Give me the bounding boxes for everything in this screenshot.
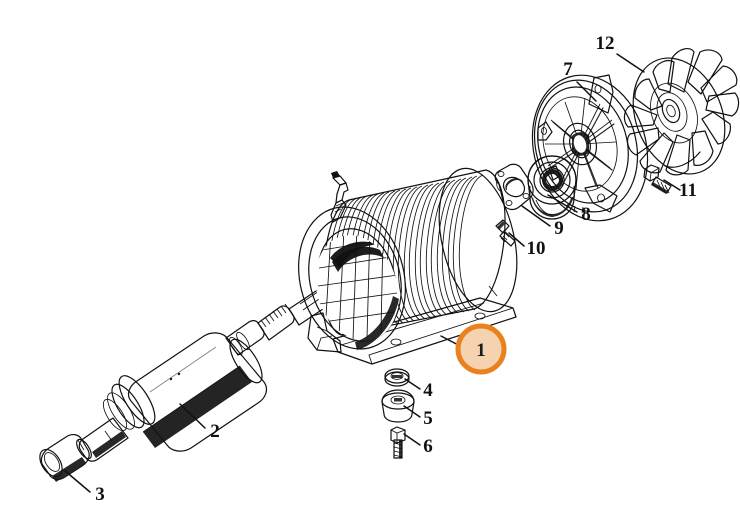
part-3-bearing-sleeve: [39, 434, 90, 482]
part-9-retainer-plate: [494, 163, 534, 211]
end-bell-bottom-tab: [584, 184, 618, 213]
leader-9: [521, 205, 551, 227]
part-8-ball-bearing: [527, 155, 577, 220]
callout-label-9: 9: [554, 218, 564, 239]
callout-labels: 1 2 3 4 5 6 7 8 9 10 11 12: [95, 33, 697, 505]
callout-label-12: 12: [596, 33, 615, 54]
part-4-washer: [384, 368, 410, 387]
rotor-collar-stack: [102, 375, 156, 432]
part-6-mounting-bolt: [390, 426, 406, 459]
callout-label-8: 8: [581, 204, 591, 225]
end-bell-top-tab: [588, 74, 614, 114]
leader-5: [403, 405, 421, 418]
part-7-end-bell: [531, 74, 649, 222]
terminal-connector-post: [330, 171, 349, 223]
leader-6: [403, 433, 421, 446]
leader-7: [576, 81, 597, 102]
leader-8: [547, 194, 578, 213]
callout-label-4: 4: [423, 380, 433, 401]
callout-label-1: 1: [476, 340, 486, 361]
screw-threads: [500, 232, 510, 243]
leader-lines: [63, 53, 681, 493]
motor-bore-end: [298, 206, 410, 352]
callout-label-6: 6: [423, 436, 433, 457]
end-bell-side-lug: [537, 121, 553, 141]
part-2-rotor-armature: [76, 286, 330, 462]
highlight-circle-part-1[interactable]: [455, 323, 507, 375]
callout-label-5: 5: [423, 408, 433, 429]
leader-11: [663, 179, 681, 191]
leader-10: [508, 232, 525, 247]
callout-label-11: 11: [679, 180, 697, 201]
part-12-cooling-fan: [623, 48, 740, 176]
part-10-retainer-screw: [495, 219, 516, 247]
callout-label-7: 7: [563, 59, 573, 80]
part-1-motor-housing: [298, 167, 518, 365]
leader-3: [63, 469, 91, 493]
callout-label-10: 10: [527, 238, 546, 259]
leader-4: [404, 378, 421, 390]
leader-12: [616, 53, 645, 73]
leader-2: [179, 403, 206, 429]
callout-label-2: 2: [210, 421, 220, 442]
part-5-rubber-mount: [381, 389, 415, 423]
fan-blades: [623, 48, 740, 176]
part-11-fan-bolt: [643, 164, 672, 194]
motor-mount-foot: [307, 312, 342, 353]
callout-label-3: 3: [95, 484, 105, 505]
shaft-knurl: [260, 303, 291, 328]
